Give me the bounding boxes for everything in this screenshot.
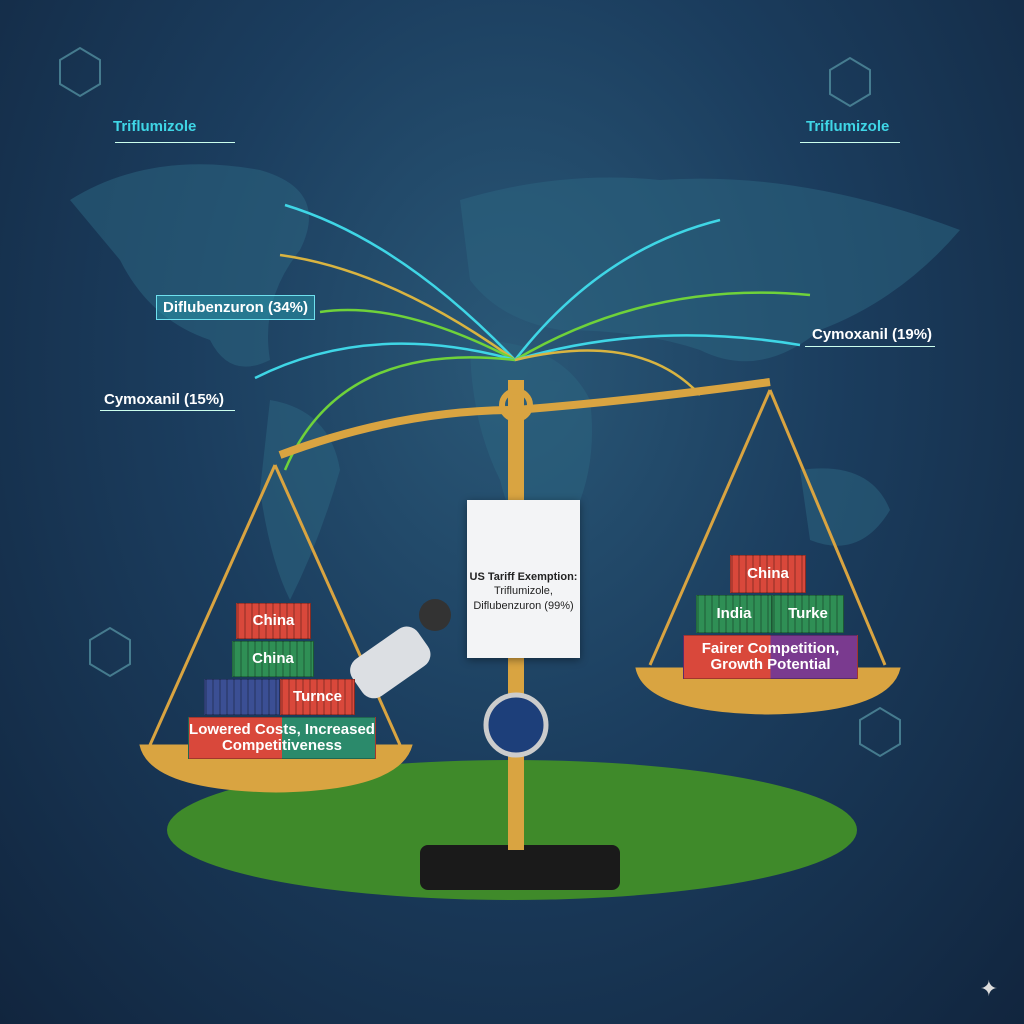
leader-line [100, 410, 235, 411]
scale-base [420, 845, 620, 890]
doc-line: Triflumizole, [494, 585, 553, 598]
container: Turnce [280, 679, 355, 715]
label-triflumizole-left: Triflumizole [113, 118, 197, 135]
container: China [232, 641, 314, 677]
doc-line: Diflubenzuron (99%) [473, 599, 574, 612]
label-cymoxanil-right: Cymoxanil (19%) [812, 326, 933, 343]
trade-arrows [254, 203, 811, 471]
label-cymoxanil-left: Cymoxanil (15%) [104, 391, 225, 408]
sparkle-icon: ✦ [979, 976, 998, 1001]
robot-arm-icon [350, 599, 451, 699]
label-diflubenzuron: Diflubenzuron (34%) [156, 295, 315, 320]
molecule-icon [59, 46, 901, 758]
outcome-container: Lowered Costs, Increased Competitiveness [188, 717, 376, 759]
container: China [236, 603, 311, 639]
outcome-container: Fairer Competition, Growth Potential [683, 635, 858, 679]
leader-line [115, 142, 235, 143]
leader-line [805, 346, 935, 347]
tariff-exemption-document: US Tariff Exemption: Triflumizole, Diflu… [467, 500, 580, 658]
label-triflumizole-right: Triflumizole [806, 118, 890, 135]
white-house-icon [483, 692, 549, 758]
container: China [730, 555, 806, 593]
container [204, 679, 280, 715]
container: Turke [772, 595, 844, 633]
container: India [696, 595, 772, 633]
doc-title: US Tariff Exemption: [469, 571, 578, 583]
leader-line [800, 142, 900, 143]
